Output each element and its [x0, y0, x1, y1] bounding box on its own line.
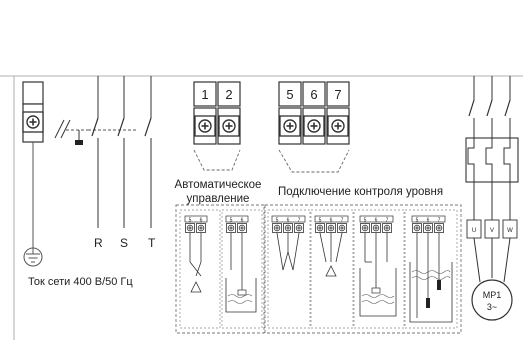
motor-phase: 3~: [487, 302, 497, 312]
auto-control-label-line2: управление: [186, 193, 250, 205]
option-level-tank: 5 6 7: [353, 209, 405, 329]
earth-terminal: [22, 81, 44, 267]
mini-terminal-label: 6: [241, 218, 244, 224]
mini-terminal-label: 7: [386, 218, 389, 224]
mini-terminal-label: 5: [276, 218, 279, 224]
mini-terminal-label: 7: [341, 218, 344, 224]
mini-terminal-label: 6: [287, 218, 290, 224]
motor-terminal-w: W: [507, 228, 513, 234]
float-switch-icon: [325, 265, 337, 277]
level-terminal-block: 5 6 7: [278, 81, 350, 173]
option-level-floats: 5 6 7: [267, 209, 311, 329]
mini-terminal-label: 5: [319, 218, 322, 224]
level-options-frame: [264, 204, 462, 334]
auto-control-label-line1: Автоматическое: [174, 179, 262, 191]
terminal-number-7: 7: [334, 87, 341, 102]
main-switch: R S T: [54, 76, 156, 250]
mini-terminal-label: 5: [189, 218, 192, 224]
phase-label-s: S: [120, 236, 128, 250]
mini-terminal-label: 7: [438, 218, 441, 224]
option-level-float-single: 5 6 7: [310, 209, 354, 329]
phase-label-t: T: [148, 236, 156, 250]
auto-options-frame: [175, 204, 265, 334]
motor-terminal-u: U: [472, 228, 476, 234]
tank-icon: [359, 268, 397, 317]
mini-terminal-label: 5: [416, 218, 419, 224]
option-auto-float: 5 6: [179, 209, 221, 329]
ground-icon: [23, 247, 43, 267]
mini-terminal-label: 6: [375, 218, 378, 224]
electrode-icon: [426, 298, 430, 308]
mini-terminal-label: 6: [330, 218, 333, 224]
motor-circuit: U V W МР1 3~: [465, 76, 519, 321]
level-control-label: Подключение контроля уровня: [278, 186, 444, 198]
terminal-number-5: 5: [286, 87, 293, 102]
switch-actuator-icon: [54, 119, 138, 145]
option-auto-tank: 5 6: [221, 209, 263, 329]
tank-icon: [225, 278, 257, 313]
mains-label: Ток сети 400 В/50 Гц: [28, 276, 133, 288]
float-switch-icon: [190, 281, 202, 293]
mini-terminal-label: 6: [200, 218, 203, 224]
mini-terminal-label: 5: [230, 218, 233, 224]
phase-label-r: R: [94, 236, 103, 250]
motor-icon: [471, 279, 513, 321]
electrode-icon: [437, 280, 441, 290]
terminal-number-6: 6: [310, 87, 317, 102]
terminal-number-2: 2: [225, 87, 232, 102]
mini-terminal-label: 5: [364, 218, 367, 224]
motor-name: МР1: [483, 290, 502, 300]
motor-terminal-v: V: [490, 228, 494, 234]
mini-terminal-label: 7: [298, 218, 301, 224]
auto-control-label: Автоматическое управление: [168, 178, 268, 206]
tank-icon: [409, 262, 453, 323]
auto-terminal-block: 1 2: [193, 81, 241, 171]
terminal-number-1: 1: [201, 87, 208, 102]
option-level-electrodes: 5 6 7: [404, 209, 458, 329]
mini-terminal-label: 6: [427, 218, 430, 224]
